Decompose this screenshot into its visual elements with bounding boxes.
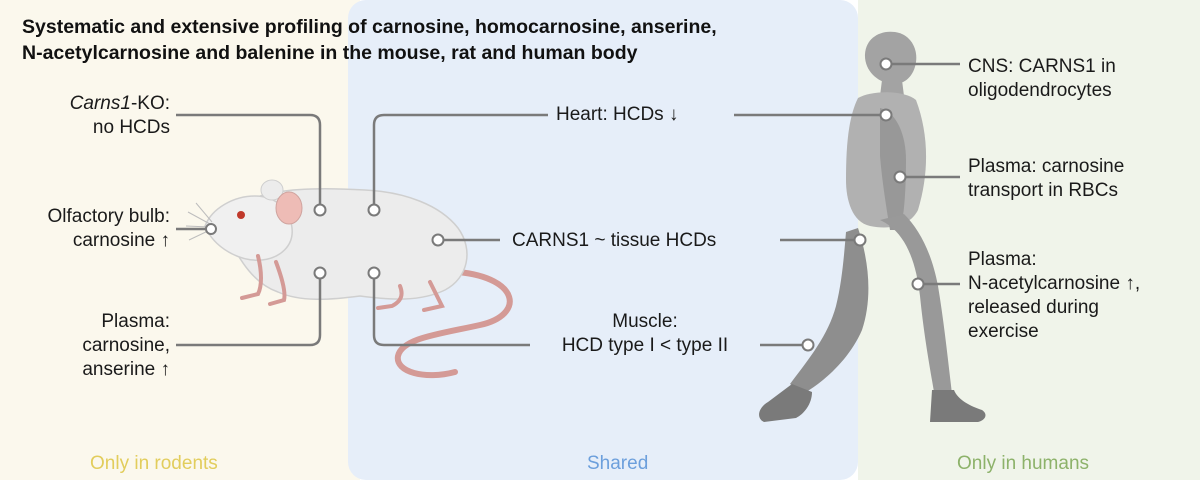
connectors bbox=[176, 62, 960, 347]
plasma-nac-line1: Plasma: bbox=[968, 249, 1037, 270]
dot-heart-human bbox=[879, 108, 893, 122]
rat-tail bbox=[394, 269, 513, 379]
human-back-leg bbox=[790, 228, 869, 392]
plasma-rodent-label: Plasma: carnosine, anserine ↑ bbox=[82, 310, 170, 382]
carns1-tissue-label: CARNS1 ~ tissue HCDs bbox=[512, 230, 717, 251]
olfactory-line1: Olfactory bulb: bbox=[47, 206, 171, 227]
dot-heart-rat bbox=[367, 203, 381, 217]
human-front-leg bbox=[880, 214, 952, 394]
plasma-nac-line3: released during bbox=[968, 297, 1099, 318]
dot-plasma-rodent bbox=[313, 266, 327, 280]
muscle-line2: HCD type I < type II bbox=[561, 335, 729, 356]
carns1-ko-label: Carns1-KO: no HCDs bbox=[70, 92, 170, 140]
dot-carns1-human bbox=[853, 233, 867, 247]
plasma-transport-line1: Plasma: carnosine bbox=[968, 156, 1125, 177]
muscle-line1: Muscle: bbox=[612, 311, 678, 332]
dot-carns1-rat bbox=[431, 233, 445, 247]
plasma-nac-line2: N-acetylcarnosine ↑, bbox=[968, 273, 1141, 294]
rat-illustration bbox=[185, 179, 513, 379]
olfactory-line2: carnosine ↑ bbox=[72, 230, 170, 251]
dot-cns bbox=[879, 57, 893, 71]
humans-footer: Only in humans bbox=[957, 453, 1090, 474]
rat-whiskers bbox=[185, 202, 213, 241]
plasma-nac-label: Plasma: N-acetylcarnosine ↑, released du… bbox=[968, 248, 1140, 344]
human-neck bbox=[880, 80, 904, 96]
cns-line1: CNS: CARNS1 in bbox=[968, 56, 1116, 77]
plasma-rodent-line3: anserine ↑ bbox=[82, 359, 170, 380]
dot-olfactory bbox=[205, 223, 217, 235]
rat-front-leg bbox=[240, 254, 287, 306]
dot-muscle-human bbox=[801, 338, 815, 352]
carns1-ko-line2: no HCDs bbox=[92, 117, 170, 138]
dot-plasma-transport bbox=[893, 170, 907, 184]
carns1-ko-suffix: -KO: bbox=[130, 93, 170, 114]
carns1-gene-name: Carns1 bbox=[69, 93, 131, 114]
connector-muscle-left bbox=[372, 273, 530, 347]
human-front-shoe bbox=[930, 390, 986, 422]
heart-label: Heart: HCDs ↓ bbox=[556, 104, 679, 125]
rat-eye bbox=[237, 211, 245, 219]
plasma-nac-line4: exercise bbox=[968, 321, 1039, 342]
shared-footer: Shared bbox=[587, 453, 649, 474]
connector-heart-left bbox=[372, 113, 548, 210]
connector-plasma-rodent bbox=[176, 273, 322, 347]
plasma-rodent-line1: Plasma: bbox=[101, 311, 170, 332]
human-back-shoe bbox=[759, 384, 812, 422]
figure-title-line1: Systematic and extensive profiling of ca… bbox=[22, 16, 717, 38]
rat-hind-leg bbox=[376, 280, 445, 312]
human-illustration bbox=[759, 31, 986, 422]
rodents-footer: Only in rodents bbox=[90, 453, 218, 474]
plasma-transport-label: Plasma: carnosine transport in RBCs bbox=[968, 155, 1124, 203]
plasma-transport-line2: transport in RBCs bbox=[968, 180, 1118, 201]
rat-ear bbox=[275, 191, 303, 225]
human-head bbox=[864, 31, 917, 85]
plasma-rodent-line2: carnosine, bbox=[82, 335, 170, 356]
cns-line2: oligodendrocytes bbox=[968, 80, 1112, 101]
cns-label: CNS: CARNS1 in oligodendrocytes bbox=[968, 55, 1116, 103]
olfactory-bulb-label: Olfactory bulb: carnosine ↑ bbox=[48, 205, 171, 253]
muscle-label: Muscle: HCD type I < type II bbox=[530, 310, 760, 358]
figure-title-line2: N-acetylcarnosine and balenine in the mo… bbox=[22, 42, 638, 64]
dot-muscle-rat bbox=[367, 266, 381, 280]
connector-dots bbox=[205, 57, 925, 352]
dot-plasma-nac bbox=[911, 277, 925, 291]
human-arm bbox=[880, 108, 906, 230]
rat-head bbox=[204, 195, 293, 261]
dot-carns1-ko bbox=[313, 203, 327, 217]
rat-ear-back bbox=[260, 179, 284, 201]
connector-carns1-ko bbox=[176, 113, 322, 210]
figure-title: Systematic and extensive profiling of ca… bbox=[22, 14, 862, 66]
